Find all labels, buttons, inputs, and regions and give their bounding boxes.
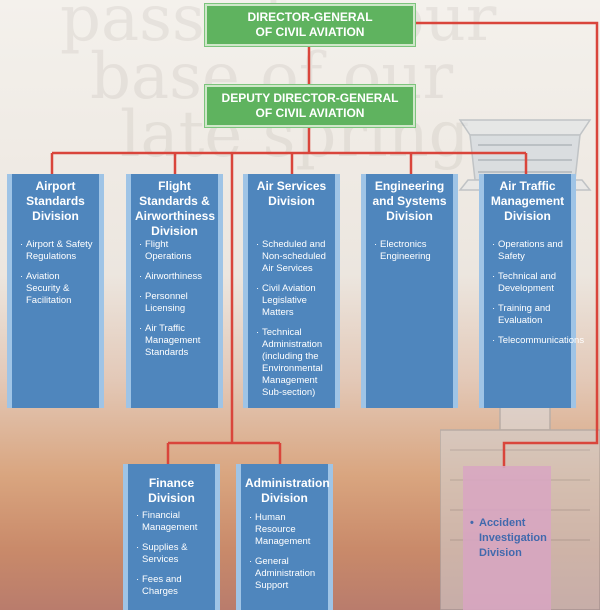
division-title: Engineering and Systems Division	[372, 179, 447, 223]
accident-investigation-label: Accident Investigation Division	[470, 516, 547, 561]
director-general-box: DIRECTOR-GENERAL OF CIVIL AVIATION	[205, 4, 415, 46]
division-item: Personnel Licensing	[139, 291, 214, 315]
division-item: Flight Operations	[139, 239, 214, 263]
division-item: Fees and Charges	[136, 574, 211, 598]
division-item: Operations and Safety	[492, 239, 567, 263]
division-item: Telecommunications	[492, 335, 584, 347]
division-item: Airworthiness	[139, 271, 214, 283]
division-item: Aviation Security & Facilitation	[20, 271, 95, 307]
division-item: Financial Management	[136, 510, 211, 534]
division-title: Administration Division	[245, 476, 330, 505]
division-box-finance: Finance Division Financial Management Su…	[128, 464, 215, 610]
division-title: Flight Standards & Airworthiness Divisio…	[135, 179, 216, 238]
division-item: General Administration Support	[249, 556, 324, 592]
division-item: Technical Administration (including the …	[256, 327, 331, 399]
division-item: Technical and Development	[492, 271, 567, 295]
director-general-line1: DIRECTOR-GENERAL	[247, 10, 373, 24]
division-box-air-traffic-management: Air Traffic Management Division Operatio…	[484, 174, 584, 408]
division-item: Air Traffic Management Standards	[139, 323, 214, 359]
deputy-director-general-line2: OF CIVIL AVIATION	[255, 106, 365, 120]
division-item: Airport & Safety Regulations	[20, 239, 95, 263]
deputy-director-general-box: DEPUTY DIRECTOR-GENERAL OF CIVIL AVIATIO…	[205, 85, 415, 127]
deputy-director-general-line1: DEPUTY DIRECTOR-GENERAL	[221, 91, 399, 105]
division-title: Air Services Division	[256, 179, 327, 208]
division-title: Airport Standards Division	[26, 179, 85, 223]
accident-investigation-box: Accident Investigation Division	[463, 466, 551, 610]
division-box-administration: Administration Division Human Resource M…	[241, 464, 330, 610]
division-item: Electronics Engineering	[374, 239, 449, 263]
division-item: Scheduled and Non-scheduled Air Services	[256, 239, 331, 275]
division-box-air-services: Air Services Division Scheduled and Non-…	[248, 174, 335, 408]
director-general-line2: OF CIVIL AVIATION	[255, 25, 365, 39]
division-box-flight-standards: Flight Standards & Airworthiness Divisio…	[131, 174, 218, 408]
division-title: Finance Division	[148, 476, 195, 505]
division-item: Civil Aviation Legislative Matters	[256, 283, 331, 319]
division-title: Air Traffic Management Division	[490, 179, 565, 223]
division-box-airport-standards: Airport Standards Division Airport & Saf…	[12, 174, 99, 408]
division-item: Human Resource Management	[249, 512, 324, 548]
division-item: Supplies & Services	[136, 542, 211, 566]
division-item: Training and Evaluation	[492, 303, 567, 327]
division-box-engineering-systems: Engineering and Systems Division Electro…	[366, 174, 453, 408]
